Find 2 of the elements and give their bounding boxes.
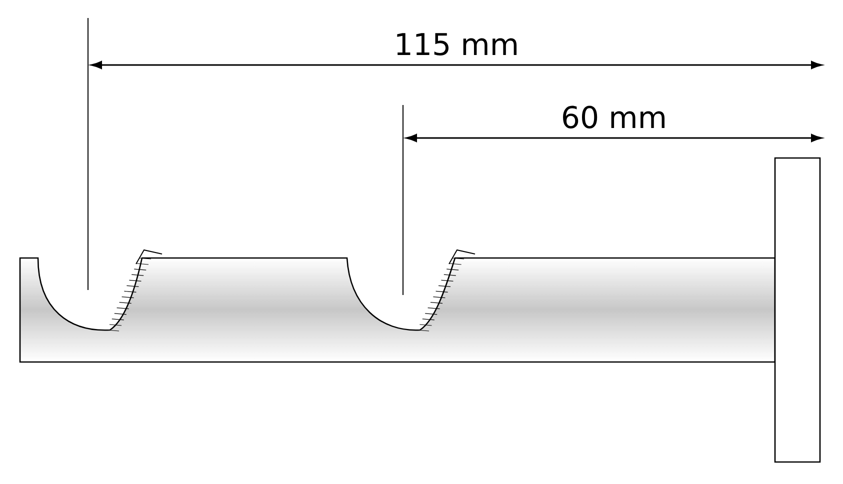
dimension-label: 115 mm [397,33,517,56]
dimension-label: 60 mm [563,106,664,128]
